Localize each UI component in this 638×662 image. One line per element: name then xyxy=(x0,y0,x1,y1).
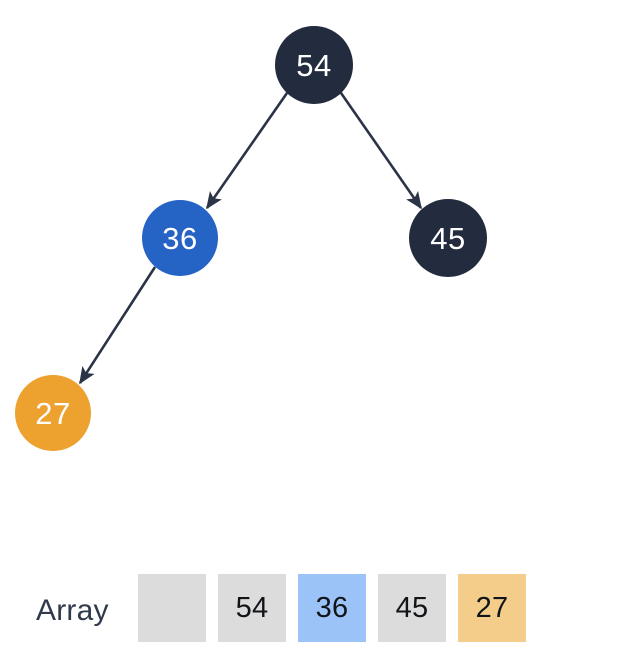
tree-node-current[interactable]: 27 xyxy=(15,375,91,451)
tree-node-root[interactable]: 54 xyxy=(275,26,353,104)
tree-node-left-child[interactable]: 36 xyxy=(142,200,218,276)
array-cell[interactable]: 45 xyxy=(378,574,446,642)
tree-node-value: 36 xyxy=(162,220,198,256)
tree-node-value: 54 xyxy=(296,47,332,83)
array-label: Array xyxy=(36,594,109,627)
tree-edges-layer xyxy=(78,92,423,385)
array-cell-value: 54 xyxy=(235,591,269,624)
array-cell-list: 54 36 45 27 xyxy=(138,574,526,642)
edge-54-36 xyxy=(205,92,289,210)
array-cell[interactable] xyxy=(138,574,206,642)
edge-36-27 xyxy=(78,266,157,385)
binary-tree-diagram: 54 36 45 27 xyxy=(15,26,487,451)
tree-node-value: 27 xyxy=(35,395,71,431)
array-visualization: Array 54 36 45 27 xyxy=(0,560,638,662)
array-cell[interactable]: 36 xyxy=(298,574,366,642)
array-cell-value: 36 xyxy=(315,591,349,624)
array-cell-value: 27 xyxy=(475,591,509,624)
array-cell[interactable]: 54 xyxy=(218,574,286,642)
tree-node-right-child[interactable]: 45 xyxy=(409,199,487,277)
edge-54-45 xyxy=(339,92,423,210)
tree-node-value: 45 xyxy=(430,220,466,256)
array-cell[interactable]: 27 xyxy=(458,574,526,642)
array-cell-value: 45 xyxy=(395,591,429,624)
